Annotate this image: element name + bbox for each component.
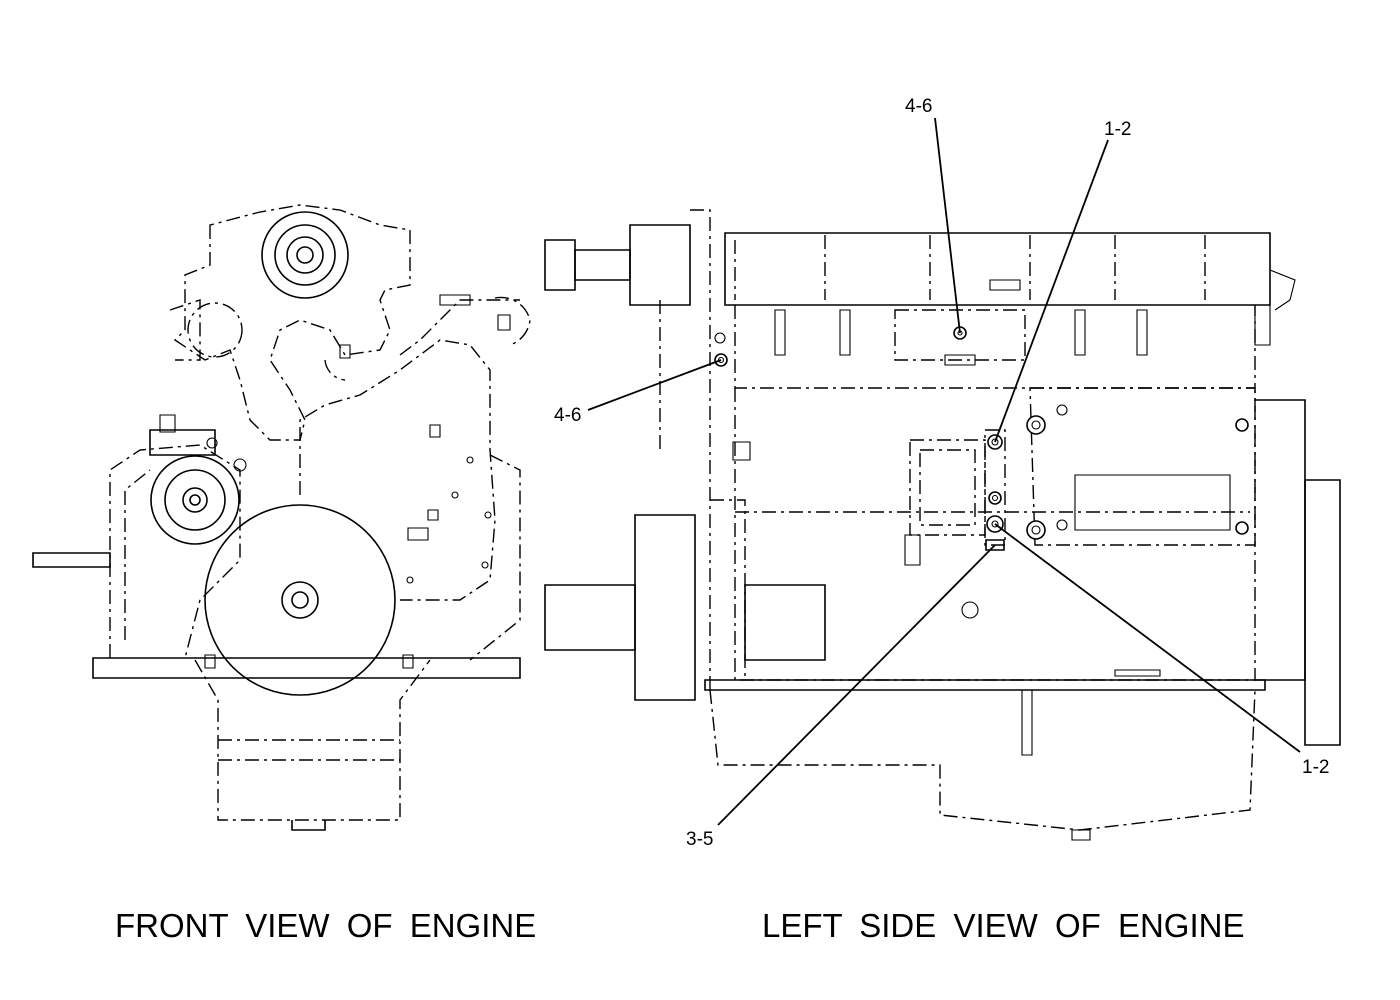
callout-label: 3-5 bbox=[686, 829, 713, 850]
callout-label: 1-2 bbox=[1104, 119, 1131, 140]
left-side-view-drawing bbox=[544, 209, 1341, 841]
callout-label: 1-2 bbox=[1302, 757, 1329, 778]
leader-c2 bbox=[994, 139, 1109, 443]
leader-c1 bbox=[934, 117, 961, 334]
callout-label: 4-6 bbox=[905, 96, 932, 117]
callout-labels: 4-6 1-2 4-6 1-2 3-5 bbox=[554, 96, 1329, 850]
leader-c4 bbox=[994, 523, 1301, 753]
leader-c5 bbox=[717, 544, 996, 826]
callout-label: 4-6 bbox=[554, 405, 581, 426]
left-side-view-caption: LEFT SIDE VIEW OF ENGINE bbox=[762, 907, 1244, 944]
leader-c3 bbox=[587, 359, 722, 411]
callout-leaders bbox=[587, 117, 1301, 826]
front-view-caption: FRONT VIEW OF ENGINE bbox=[115, 907, 536, 944]
front-view-drawing bbox=[32, 204, 531, 831]
